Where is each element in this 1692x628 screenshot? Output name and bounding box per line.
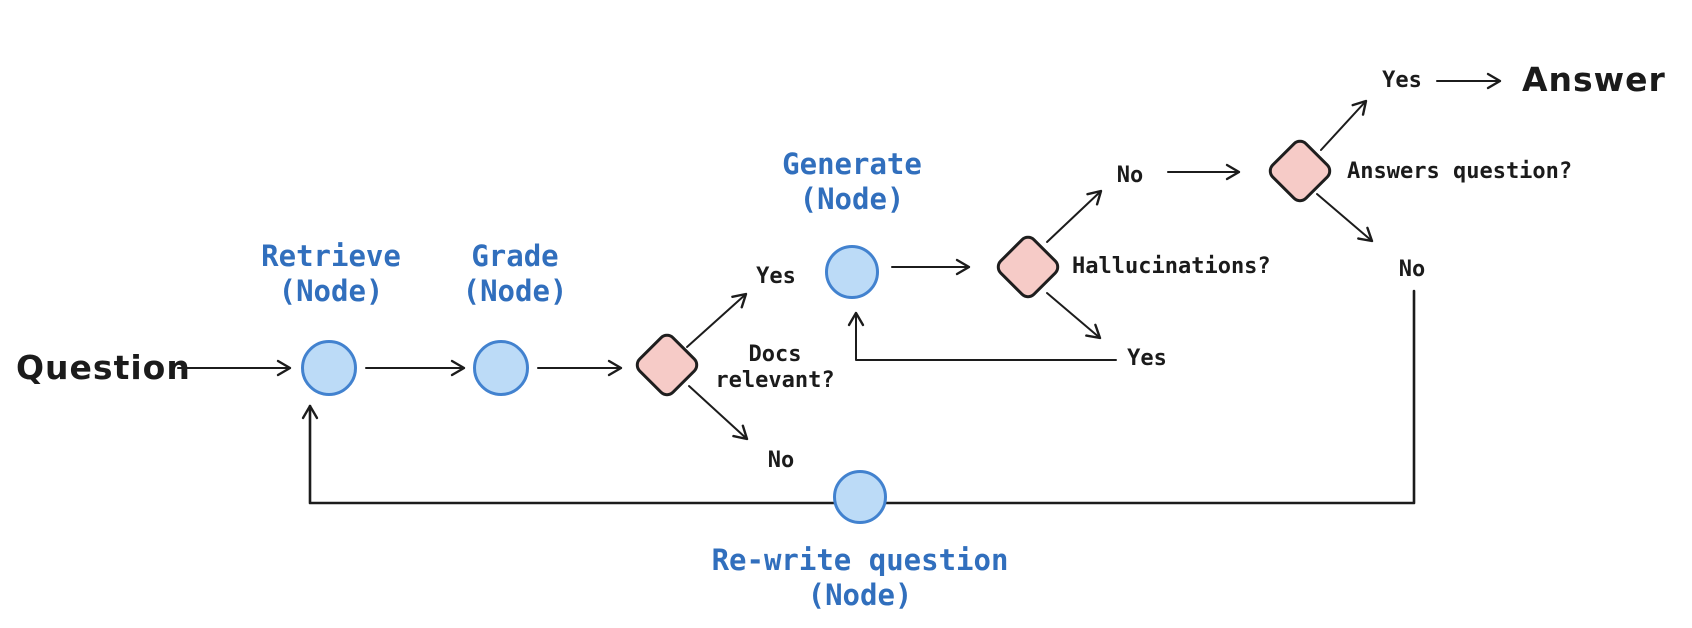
generate-node-type: (Node) [799,182,905,216]
answers-no-label: No [1398,257,1426,282]
answers-question-label: Answers question? [1347,159,1573,184]
generate-node-name: Generate [782,147,922,181]
question-label: Question [16,348,191,387]
docs-relevant-label-line1: Docs [748,342,802,367]
retrieve-node [301,340,357,396]
rewrite-node-name: Re-write question [711,543,1009,577]
rewrite-node [833,470,887,524]
edge-answers-no [1316,193,1374,243]
edge-yes-loop-generate [847,311,1117,361]
edge-hallucinations-yes [1046,292,1102,340]
answers-yes-label: Yes [1382,68,1422,93]
docs-relevant-label: Docs relevant? [700,342,850,394]
grade-node-name: Grade [471,239,559,273]
hallucinations-yes-label: Yes [1127,346,1167,371]
grade-node-type: (Node) [462,274,568,308]
retrieve-node-type: (Node) [278,274,384,308]
generate-node-label: Generate (Node) [752,147,952,217]
rewrite-node-type: (Node) [807,578,913,612]
grade-node-label: Grade (Node) [415,239,615,309]
retrieve-node-label: Retrieve (Node) [231,239,431,309]
docs-yes-label: Yes [756,264,796,289]
edge-docs-no-rewrite [688,385,749,441]
edge-docs-yes-generate [686,292,748,348]
grade-node [473,340,529,396]
hallucinations-no-label: No [1116,163,1144,188]
answer-label: Answer [1522,60,1666,99]
hallucinations-label: Hallucinations? [1072,254,1271,279]
retrieve-node-name: Retrieve [261,239,401,273]
generate-node [825,245,879,299]
edge-hallucinations-no [1046,189,1103,243]
edge-answers-yes [1320,99,1368,151]
docs-no-label: No [767,448,795,473]
docs-relevant-label-line2: relevant? [715,368,835,393]
rewrite-node-label: Re-write question (Node) [710,543,1010,613]
